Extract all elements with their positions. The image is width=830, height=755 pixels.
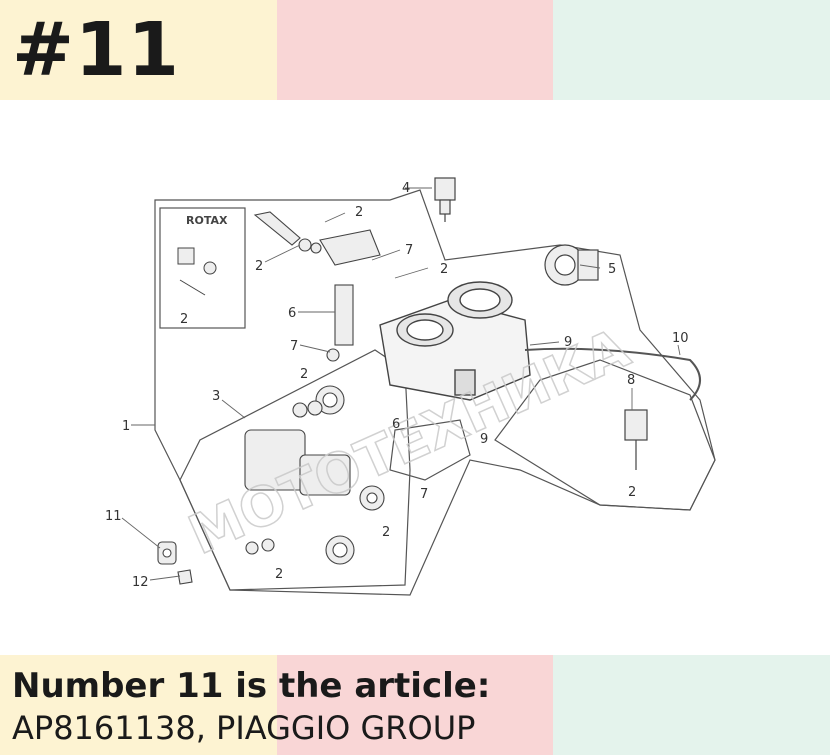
article-caption: Number 11 is the article: AP8161138, PIA… (12, 664, 490, 748)
page-title: #11 (12, 7, 180, 93)
label-7-top: 7 (405, 243, 413, 258)
label-2-right: 2 (628, 485, 636, 500)
label-2-bracket: 2 (440, 262, 448, 277)
label-2-bottom: 2 (275, 567, 283, 582)
spring-and-bushing-parts (244, 385, 385, 565)
footer-band (0, 655, 830, 755)
sub-group-3-outline (179, 349, 411, 591)
rotax-logo: ROTAX (186, 214, 228, 227)
regulator-part-8 (624, 409, 648, 470)
label-2-lower: 2 (382, 525, 390, 540)
label-7-left: 7 (290, 339, 298, 354)
label-3: 3 (212, 389, 220, 404)
label-2-top: 2 (355, 205, 363, 220)
label-10: 10 (672, 331, 689, 346)
label-8: 8 (627, 373, 635, 388)
label-9-top: 9 (564, 335, 572, 350)
label-2-group3: 2 (300, 367, 308, 382)
bolt-part-2 (253, 211, 322, 254)
exploded-parts-diagram: ROTAX МОТОТЕХНИКА 1 2 2 2 2 2 2 2 2 3 4 … (0, 100, 830, 655)
label-11: 11 (105, 509, 122, 524)
label-9-lower: 9 (480, 432, 488, 447)
caption-heading: Number 11 is the article: (12, 666, 491, 706)
label-7-lower: 7 (420, 487, 428, 502)
label-6-lower: 6 (392, 417, 400, 432)
rotax-kit-box (159, 207, 246, 329)
label-2-kit: 2 (180, 312, 188, 327)
label-6-top: 6 (288, 306, 296, 321)
rotax-kit-contents (177, 247, 217, 296)
label-4: 4 (402, 181, 410, 196)
sub-group-8-outline (494, 359, 716, 511)
label-12: 12 (132, 575, 149, 590)
gasket-group-outline (389, 419, 471, 481)
sensor-part-4 (434, 177, 456, 222)
screw-part-12 (177, 569, 193, 585)
article-number: AP8161138, PIAGGIO GROUP (12, 709, 476, 747)
throttle-body (379, 281, 531, 401)
label-5: 5 (608, 262, 616, 277)
bush-part-11 (157, 541, 177, 565)
header-band (0, 0, 830, 100)
label-2-bolt: 2 (255, 259, 263, 274)
label-1: 1 (122, 419, 130, 434)
fuel-hose-part-10 (524, 347, 701, 401)
lever-part-6 (319, 229, 381, 362)
actuator-part-5 (544, 244, 599, 286)
